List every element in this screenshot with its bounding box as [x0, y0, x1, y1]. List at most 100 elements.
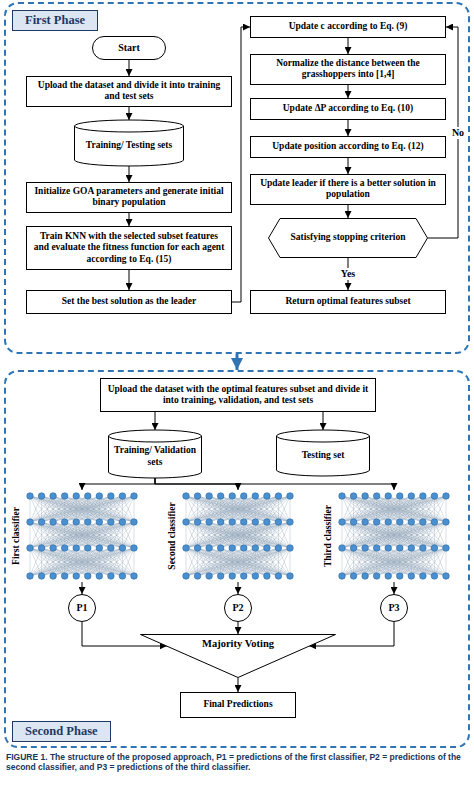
neuron — [194, 573, 201, 580]
network-link — [278, 548, 290, 576]
network-link — [30, 548, 111, 576]
network-link — [30, 522, 88, 548]
neuron — [96, 573, 103, 580]
network-link — [30, 522, 42, 548]
neuron — [420, 519, 427, 526]
network-link — [30, 496, 122, 522]
flow-arrow — [238, 622, 239, 634]
network-link — [365, 496, 446, 522]
neuron — [73, 519, 80, 526]
network-link — [30, 548, 134, 576]
network-link — [88, 548, 134, 576]
neuron — [119, 493, 126, 500]
network-link — [186, 548, 221, 576]
network-link — [388, 548, 446, 576]
network-link — [186, 522, 267, 548]
node-text: Update c according to Eq. (9) — [289, 21, 408, 32]
network-link — [186, 548, 244, 576]
network-link — [255, 496, 290, 522]
phase-arrow — [236, 354, 239, 370]
process-box: Train KNN with the selected subset featu… — [26, 226, 232, 270]
neuron — [362, 545, 369, 552]
network-link — [53, 496, 134, 522]
neuron — [27, 573, 34, 580]
network-link — [411, 522, 446, 548]
neuron — [27, 545, 34, 552]
neuron — [96, 493, 103, 500]
neuron — [240, 493, 247, 500]
flow-arrow — [82, 582, 83, 594]
network-link — [186, 522, 187, 548]
network-link — [255, 496, 290, 522]
network-link — [232, 496, 290, 522]
network-link — [342, 522, 411, 548]
neuron — [119, 519, 126, 526]
neuron — [408, 493, 415, 500]
network-link — [30, 548, 65, 576]
neuron — [240, 545, 247, 552]
data-store: Testing set — [276, 430, 370, 476]
neuron — [373, 545, 380, 552]
neuron — [240, 519, 247, 526]
network-link — [30, 522, 53, 548]
neuron — [73, 545, 80, 552]
network-link — [377, 522, 446, 548]
classifier-network: Third classifier — [320, 490, 468, 582]
network-link — [30, 496, 122, 522]
neuron — [264, 573, 271, 580]
network-link — [244, 496, 290, 522]
neuron — [84, 519, 91, 526]
network-link — [278, 522, 290, 548]
neuron — [385, 573, 392, 580]
neural-network — [320, 490, 468, 582]
network-link — [53, 522, 134, 548]
classifier-network: First classifier — [8, 490, 156, 582]
neuron — [420, 545, 427, 552]
network-link — [400, 496, 446, 522]
network-link — [53, 548, 134, 576]
network-link — [198, 496, 290, 522]
network-link — [434, 496, 446, 522]
flow-arrow — [82, 478, 155, 490]
network-link — [186, 522, 209, 548]
node-text: P3 — [388, 602, 399, 614]
network-link — [232, 548, 290, 576]
network-link — [342, 548, 388, 576]
classifier-label: First classifier — [11, 507, 22, 565]
network-link — [30, 496, 111, 522]
network-link — [134, 522, 135, 548]
neuron — [287, 573, 294, 580]
neuron — [339, 545, 346, 552]
network-link — [388, 522, 446, 548]
network-link — [198, 548, 290, 576]
network-link — [30, 522, 31, 548]
network-link — [365, 548, 446, 576]
network-link — [244, 522, 290, 548]
network-link — [400, 496, 446, 522]
neuron — [38, 493, 45, 500]
neuron — [362, 519, 369, 526]
network-link — [342, 496, 400, 522]
neuron — [217, 545, 224, 552]
neuron — [61, 573, 68, 580]
network-link — [30, 548, 99, 576]
cylinder-body — [75, 120, 184, 166]
network-link — [342, 496, 423, 522]
network-link — [42, 522, 134, 548]
network-link — [400, 548, 446, 576]
network-link — [342, 496, 354, 522]
network-link — [388, 496, 446, 522]
network-link — [198, 496, 290, 522]
network-link — [342, 522, 423, 548]
neuron — [252, 545, 259, 552]
neuron — [396, 519, 403, 526]
network-link — [255, 522, 290, 548]
network-link — [186, 522, 267, 548]
network-link — [30, 548, 134, 576]
flow-arrow — [238, 582, 239, 594]
network-link — [186, 548, 187, 576]
network-link — [186, 522, 290, 548]
neuron — [194, 519, 201, 526]
network-link — [30, 522, 99, 548]
neuron — [206, 545, 213, 552]
